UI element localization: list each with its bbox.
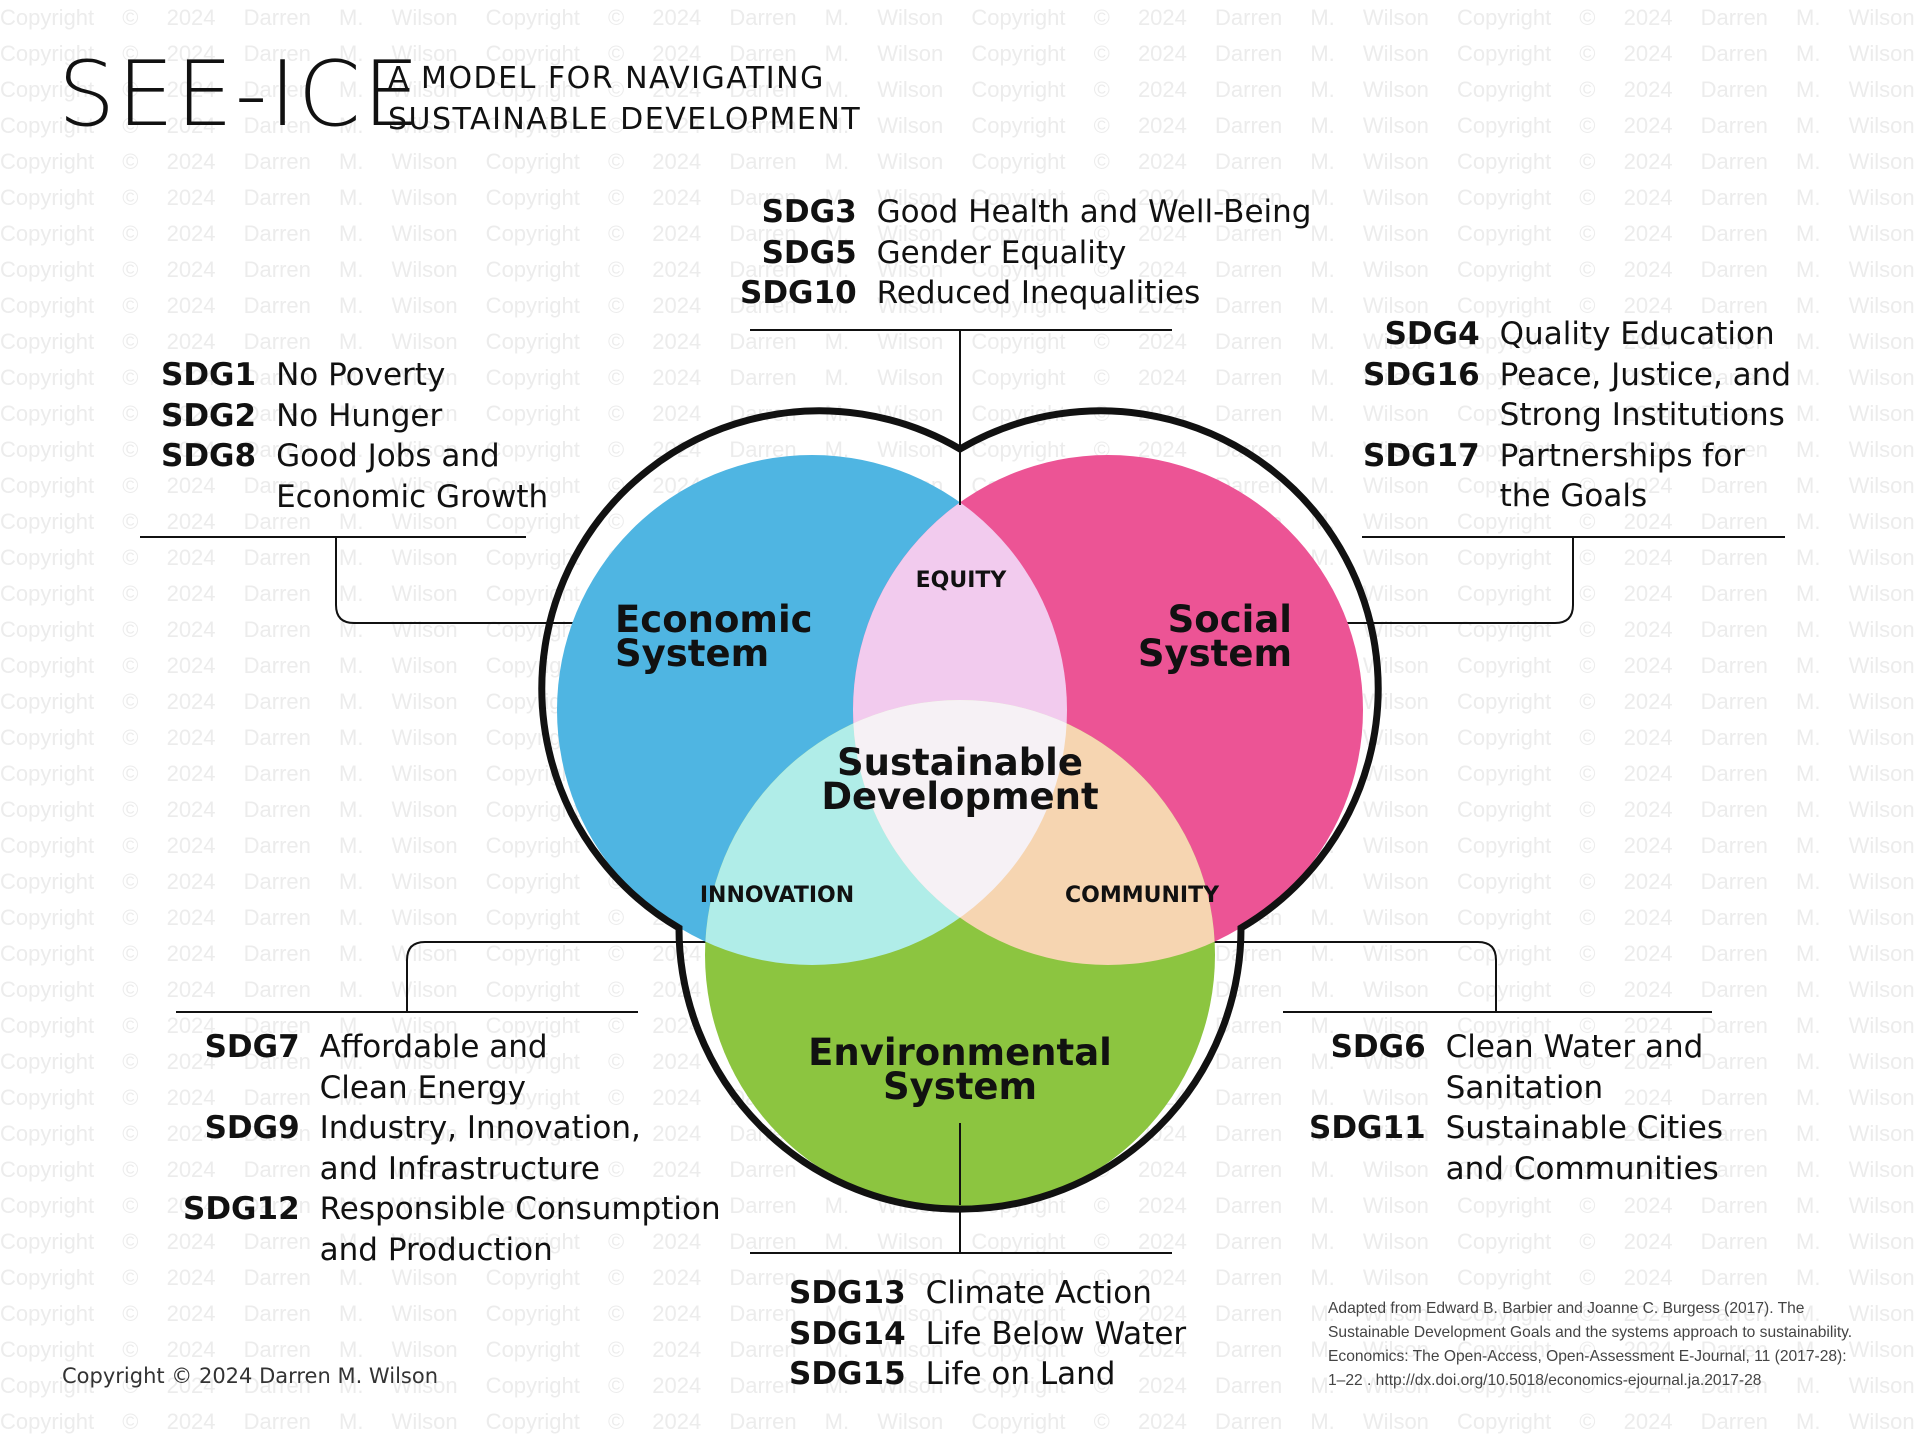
sdg-name: Partnerships for the Goals bbox=[1499, 437, 1746, 515]
sdg-name: Clean Water and Sanitation bbox=[1445, 1029, 1704, 1106]
sdg-name: Sustainable Cities and Communities bbox=[1445, 1110, 1724, 1187]
sdg-item: SDG1 No Poverty bbox=[161, 355, 548, 396]
sdg-name: Gender Equality bbox=[876, 234, 1127, 271]
equity-label: EQUITY bbox=[916, 568, 1008, 593]
sdg-name: Responsible Consumption and Production bbox=[319, 1191, 721, 1268]
sdg-code: SDG2 bbox=[161, 397, 257, 434]
sdg-code: SDG7 bbox=[204, 1029, 300, 1065]
sdg-item: SDG3 Good Health and Well-Being bbox=[740, 192, 1312, 233]
environmental-line1: Environmental bbox=[808, 1031, 1112, 1074]
copyright-notice: Copyright © 2024 Darren M. Wilson bbox=[62, 1364, 439, 1388]
sdg-name: Quality Education bbox=[1499, 316, 1775, 352]
sdg-name: No Hunger bbox=[276, 397, 443, 434]
sdg-item: SDG8 Good Jobs and Economic Growth bbox=[161, 436, 548, 517]
sdg-code: SDG11 bbox=[1309, 1110, 1426, 1146]
sdg-code: SDG17 bbox=[1363, 437, 1480, 474]
sdg-name: Life on Land bbox=[925, 1356, 1116, 1392]
sdg-code: SDG1 bbox=[161, 357, 257, 393]
sdg-item: SDG11 Sustainable Cities and Communities bbox=[1309, 1108, 1723, 1189]
community-label: COMMUNITY bbox=[1065, 883, 1220, 908]
sdg-code: SDG16 bbox=[1363, 356, 1480, 393]
sdg-name: Life Below Water bbox=[925, 1315, 1187, 1352]
sdg-code: SDG3 bbox=[761, 194, 857, 230]
sdg-item: SDG14 Life Below Water bbox=[789, 1314, 1186, 1355]
sdg-code: SDG14 bbox=[789, 1315, 906, 1352]
page-title: SEE-ICE bbox=[58, 42, 422, 147]
sdg-code: SDG10 bbox=[740, 275, 857, 311]
sdg-name: No Poverty bbox=[276, 357, 446, 393]
environmental-line2: System bbox=[883, 1065, 1037, 1108]
sdg-code: SDG13 bbox=[789, 1275, 906, 1311]
sdg-item: SDG7 Affordable and Clean Energy bbox=[183, 1027, 721, 1108]
sdg-item: SDG9 Industry, Innovation, and Infrastruc… bbox=[183, 1108, 721, 1189]
social-line1: Social bbox=[1168, 598, 1292, 641]
sdg-item: SDG4 Quality Education bbox=[1363, 314, 1791, 355]
page-subtitle: A MODEL FOR NAVIGATING SUSTAINABLE DEVEL… bbox=[388, 61, 862, 137]
sdg-code: SDG8 bbox=[161, 438, 257, 474]
social-line2: System bbox=[1138, 632, 1292, 675]
center-line2: Development bbox=[821, 775, 1098, 818]
sdg-item: SDG17 Partnerships for the Goals bbox=[1363, 436, 1791, 517]
sdg-name: Good Jobs and Economic Growth bbox=[276, 438, 549, 515]
sdg-code: SDG9 bbox=[204, 1110, 300, 1146]
sdg-name: Good Health and Well-Being bbox=[876, 194, 1312, 230]
sdg-code: SDG15 bbox=[789, 1356, 906, 1392]
leader-top-right-path bbox=[1305, 537, 1574, 624]
venn-outline bbox=[538, 407, 1382, 1213]
innovation-label: INNOVATION bbox=[700, 883, 854, 908]
sdg-name: Affordable and Clean Energy bbox=[319, 1029, 548, 1106]
sdg-item: SDG2 No Hunger bbox=[161, 396, 548, 437]
sdg-code: SDG6 bbox=[1330, 1029, 1426, 1065]
sdg-item: SDG16 Peace, Justice, and Strong Institut… bbox=[1363, 355, 1791, 436]
sdg-item: SDG12 Responsible Consumption and Product… bbox=[183, 1189, 721, 1270]
economic-line2: System bbox=[615, 632, 769, 675]
sdg-name: Peace, Justice, and Strong Institutions bbox=[1499, 356, 1791, 434]
economic-line1: Economic bbox=[615, 598, 813, 641]
sdg-code: SDG12 bbox=[183, 1191, 300, 1227]
sdg-item: SDG5 Gender Equality bbox=[740, 233, 1311, 274]
sdg-name: Climate Action bbox=[925, 1275, 1152, 1311]
sdg-code: SDG4 bbox=[1384, 316, 1480, 352]
sdg-item: SDG6 Clean Water and Sanitation bbox=[1309, 1027, 1723, 1108]
sdg-name: Industry, Innovation, and Infrastructure bbox=[319, 1110, 641, 1187]
center-line1: Sustainable bbox=[837, 741, 1083, 784]
sdg-item: SDG10 Reduced Inequalities bbox=[740, 273, 1311, 314]
leader-top-left-path bbox=[335, 537, 605, 624]
sdg-item: SDG15 Life on Land bbox=[789, 1354, 1186, 1395]
sdg-code: SDG5 bbox=[761, 234, 857, 271]
sdg-name: Reduced Inequalities bbox=[876, 275, 1201, 311]
citation-text: Adapted from Edward B. Barbier and Joann… bbox=[1328, 1300, 1853, 1389]
sdg-item: SDG13 Climate Action bbox=[789, 1273, 1186, 1314]
